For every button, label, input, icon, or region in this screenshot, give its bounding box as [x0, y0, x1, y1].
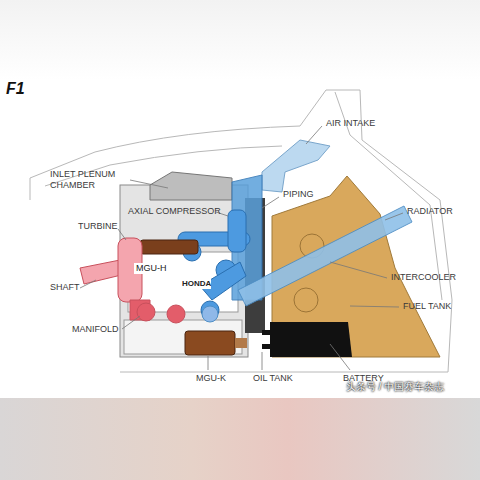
tank-port [294, 288, 318, 312]
bottom-background [0, 398, 480, 480]
part-label: TURBINE [78, 221, 118, 232]
leader-line [330, 344, 350, 370]
mgu-k [185, 331, 235, 355]
part-label: MGU-K [196, 373, 226, 384]
leader-line [118, 229, 126, 240]
leader-line [262, 352, 263, 370]
leader-line [330, 262, 387, 278]
part-label: AIR INTAKE [326, 118, 375, 129]
leader-line [306, 126, 322, 144]
leader-line [208, 356, 209, 370]
leader-line [262, 197, 279, 208]
part-label: HONDA [182, 279, 211, 289]
manifold-pipe [167, 305, 185, 323]
leader-line [122, 316, 140, 329]
leader-line [130, 180, 168, 188]
engine-sump [124, 320, 242, 354]
inlet-plenum [150, 172, 232, 200]
body-line [30, 90, 452, 372]
air-intake [262, 140, 330, 192]
axial-compressor [228, 210, 246, 252]
part-label: INTERCOOLER [391, 272, 456, 283]
leader-lines [80, 126, 403, 370]
top-background [0, 0, 480, 80]
car-outline [30, 90, 452, 372]
leader-line [350, 306, 399, 307]
mgu-k-shaft [235, 338, 247, 348]
leader-line [80, 280, 96, 288]
leader-line [385, 213, 403, 220]
part-label: PIPING [283, 189, 314, 200]
logo-text: F1 [6, 80, 25, 98]
part-label: FUEL TANK [403, 301, 451, 312]
watermark: 头条号 / 中国赛车杂志 [346, 381, 444, 393]
part-label: SHAFT [50, 282, 80, 293]
part-label: RADIATOR [407, 206, 453, 217]
part-label: INLET PLENUM CHAMBER [50, 169, 130, 191]
part-label: AXIAL COMPRESSOR [128, 206, 221, 217]
battery-lug [262, 344, 272, 349]
intercooler [238, 206, 412, 306]
part-label: MGU-H [134, 263, 169, 274]
mgu-h [140, 240, 198, 254]
manifold-pipe [137, 303, 155, 321]
part-label: MANIFOLD [72, 324, 119, 335]
engine-block [120, 185, 248, 357]
compressor-piping [178, 210, 250, 319]
manifold-pipe [202, 306, 218, 322]
part-label: OIL TANK [253, 373, 293, 384]
battery-lug [262, 330, 272, 335]
battery [270, 322, 352, 357]
exhaust-system [80, 238, 218, 323]
